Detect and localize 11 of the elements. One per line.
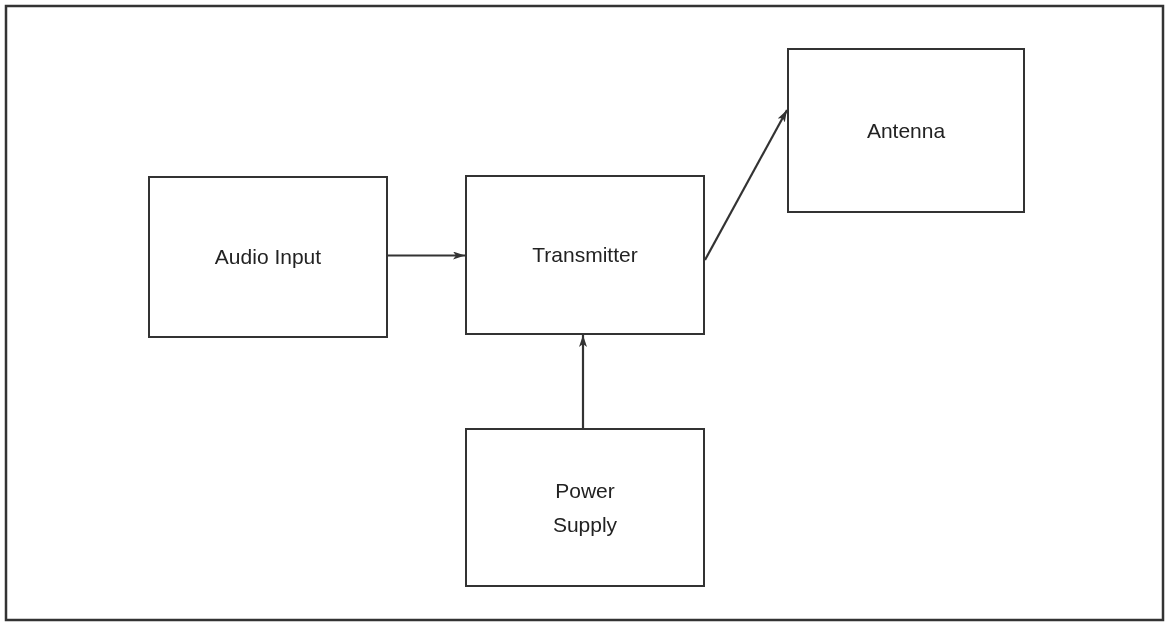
- block-label: Audio Input: [214, 244, 322, 271]
- block-box: [465, 175, 705, 335]
- block-box: [148, 176, 388, 338]
- arrow: [704, 109, 788, 261]
- arrow: [388, 251, 465, 260]
- block-box: [787, 48, 1025, 213]
- block-label: Antenna: [866, 117, 946, 144]
- arrow: [579, 335, 587, 428]
- block-box: [465, 428, 705, 587]
- block-label: Transmitter: [532, 242, 638, 269]
- block-label: Power Supply: [551, 477, 619, 538]
